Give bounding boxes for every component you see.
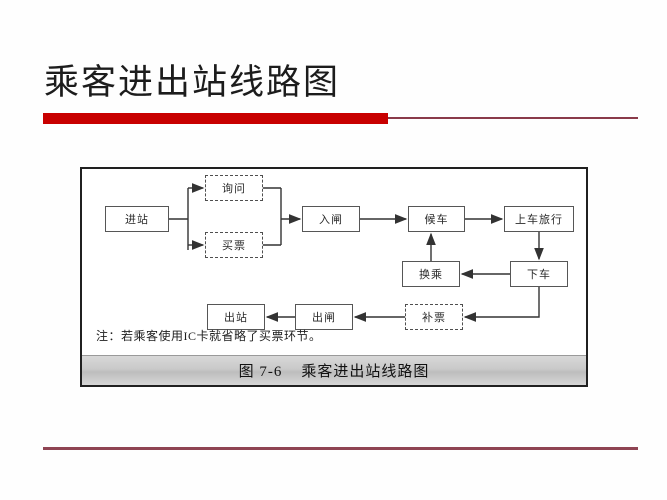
page-title: 乘客进出站线路图 <box>44 63 341 102</box>
flow-node-chuzha[interactable]: 出闸 <box>295 304 353 330</box>
flow-node-maipiao[interactable]: 买票 <box>205 232 263 258</box>
flow-node-jinzhan[interactable]: 进站 <box>105 206 169 232</box>
bottom-rule <box>43 447 638 450</box>
figure-caption-text: 图 7-6 乘客进出站线路图 <box>238 364 430 380</box>
flow-node-chuzhan[interactable]: 出站 <box>207 304 265 330</box>
flowchart-diagram: 进站 询问 买票 入闸 候车 上车旅行 换乘 下车 补票 出闸 出站 注：若乘客… <box>82 169 586 355</box>
flow-node-huancheng[interactable]: 换乘 <box>402 261 460 287</box>
title-underline-rule <box>43 113 638 125</box>
title-rule-thin-segment <box>388 117 638 119</box>
flow-node-shangche[interactable]: 上车旅行 <box>504 206 574 232</box>
edge-xiache-bupiao <box>463 287 540 322</box>
flow-node-bupiao[interactable]: 补票 <box>405 304 463 330</box>
figure-note: 注：若乘客使用IC卡就省略了买票环节。 <box>96 329 322 343</box>
flow-node-xunwen[interactable]: 询问 <box>205 175 263 201</box>
flow-node-ruzha[interactable]: 入闸 <box>302 206 360 232</box>
figure-panel: 进站 询问 买票 入闸 候车 上车旅行 换乘 下车 补票 出闸 出站 注：若乘客… <box>80 167 588 387</box>
flow-node-xiache[interactable]: 下车 <box>510 261 568 287</box>
figure-caption-bar: 图 7-6 乘客进出站线路图 <box>82 355 586 385</box>
title-rule-thick-segment <box>43 113 388 124</box>
flow-node-houche[interactable]: 候车 <box>408 206 465 232</box>
